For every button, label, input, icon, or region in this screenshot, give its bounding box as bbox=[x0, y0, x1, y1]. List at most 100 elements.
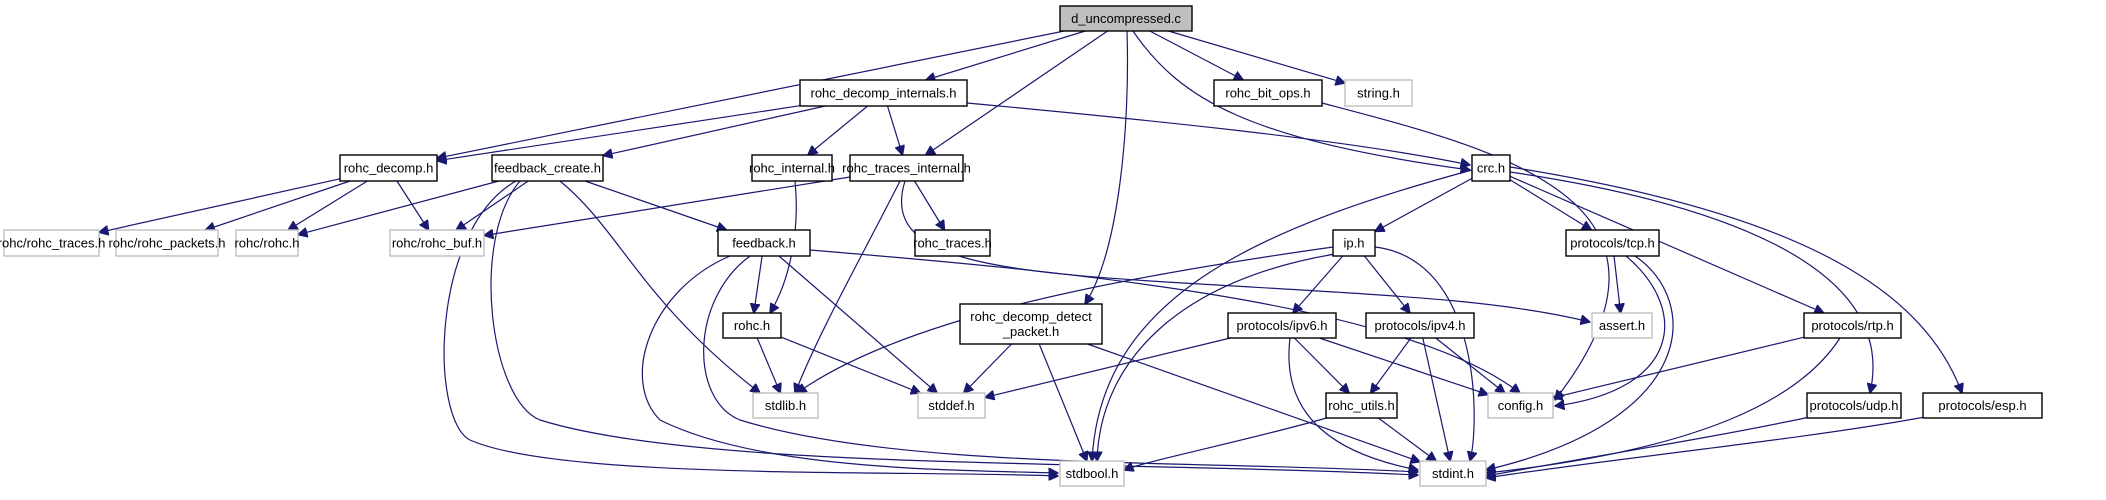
edge-rohc-traces-internal-h-to-rohc-rohc-buf-h bbox=[484, 176, 851, 236]
node-assert-h: assert.h bbox=[1591, 312, 1653, 339]
node-box bbox=[799, 79, 968, 107]
edge-protocols-ipv6-h-to-stdint-h bbox=[1288, 337, 1418, 470]
node-rohc-bit-ops-h[interactable]: rohc_bit_ops.h bbox=[1213, 79, 1323, 107]
edge-protocols-ipv4-h-to-rohc-utils-h bbox=[1371, 337, 1412, 393]
node-label: protocols/rtp.h bbox=[1811, 318, 1893, 333]
edge-feedback-h-to-stdint-h bbox=[703, 255, 1418, 472]
node-rohc-internal-h[interactable]: rohc_internal.h bbox=[749, 154, 835, 182]
node-stddef-h: stddef.h bbox=[917, 392, 986, 419]
node-box bbox=[849, 154, 964, 182]
edge-ip-h-to-protocols-ipv6-h bbox=[1293, 255, 1344, 313]
edge-crc-h-to-protocols-udp-h bbox=[1509, 171, 1873, 393]
edge-crc-h-to-protocols-esp-h bbox=[1509, 166, 1962, 393]
node-box bbox=[1332, 229, 1376, 257]
node-box bbox=[751, 154, 833, 182]
node-label: protocols/udp.h bbox=[1810, 398, 1899, 413]
node-stdlib-h: stdlib.h bbox=[752, 392, 819, 419]
node-label: rohc_utils.h bbox=[1328, 398, 1394, 413]
node-box bbox=[1227, 312, 1337, 339]
edge-feedback-create-h-to-stdint-h bbox=[490, 180, 1418, 475]
edge-protocols-udp-h-to-stdint-h bbox=[1486, 416, 1811, 476]
node-box bbox=[1565, 229, 1660, 257]
edge-rohc-h-to-stddef-h bbox=[780, 336, 920, 393]
node-label: string.h bbox=[1357, 86, 1400, 101]
node-protocols-rtp-h[interactable]: protocols/rtp.h bbox=[1803, 312, 1902, 339]
node-rohc-traces-h[interactable]: rohc_traces.h bbox=[913, 229, 992, 257]
edge-d-uncompressed-c-to-rohc-decomp-internals-h bbox=[926, 30, 1086, 80]
node-box bbox=[339, 154, 438, 182]
node-label: rohc_traces.h bbox=[913, 236, 992, 251]
edge-protocols-esp-h-to-stdint-h bbox=[1486, 416, 1926, 478]
node-box bbox=[752, 392, 819, 419]
node-rohc-utils-h[interactable]: rohc_utils.h bbox=[1325, 392, 1398, 419]
node-rohc-decomp-internals-h[interactable]: rohc_decomp_internals.h bbox=[799, 79, 968, 107]
edge-rohc-decomp-internals-h-to-rohc-traces-internal-h bbox=[886, 105, 903, 155]
node-box bbox=[235, 229, 299, 257]
edge-feedback-create-h-to-stdlib-h bbox=[559, 180, 760, 393]
node-config-h: config.h bbox=[1487, 392, 1554, 419]
edge-ip-h-to-protocols-ipv4-h bbox=[1363, 255, 1410, 313]
node-label: _packet.h bbox=[1002, 324, 1059, 339]
node-box bbox=[1059, 5, 1193, 32]
node-label: rohc/rohc.h bbox=[234, 236, 299, 251]
edge-feedback-create-h-to-stdbool-h bbox=[443, 180, 1058, 476]
edge-rohc-utils-h-to-stdint-h bbox=[1377, 417, 1436, 461]
edge-rohc-decomp-h-to-rohc-rohc-packets-h bbox=[205, 180, 351, 230]
node-label: rohc/rohc_traces.h bbox=[0, 236, 105, 251]
edge-rohc-decomp-internals-h-to-crc-h bbox=[966, 102, 1470, 165]
edge-rohc-h-to-stdlib-h bbox=[756, 337, 780, 393]
node-box bbox=[722, 312, 782, 339]
node-string-h: string.h bbox=[1344, 79, 1413, 107]
edge-crc-h-to-protocols-tcp-h bbox=[1509, 179, 1591, 230]
edge-rohc-decomp-h-to-rohc-rohc-buf-h bbox=[396, 180, 429, 230]
node-box bbox=[717, 229, 811, 257]
edge-rohc-decomp-detect-packet-h-to-stdbool-h bbox=[1038, 343, 1087, 461]
node-rohc-traces-internal-h[interactable]: rohc_traces_internal.h bbox=[842, 154, 971, 182]
node-box bbox=[914, 229, 991, 257]
node-protocols-esp-h[interactable]: protocols/esp.h bbox=[1922, 392, 2043, 419]
node-label: protocols/tcp.h bbox=[1570, 236, 1655, 251]
edge-protocols-tcp-h-to-config-h bbox=[1555, 255, 1666, 406]
edge-protocols-tcp-h-to-assert-h bbox=[1613, 255, 1621, 313]
node-box bbox=[389, 229, 485, 257]
node-label: rohc_decomp_internals.h bbox=[811, 86, 957, 101]
node-box bbox=[1419, 460, 1487, 487]
node-box bbox=[917, 392, 986, 419]
node-crc-h[interactable]: crc.h bbox=[1471, 154, 1511, 182]
node-rohc-rohc-traces-h: rohc/rohc_traces.h bbox=[0, 229, 105, 257]
node-rohc-rohc-packets-h: rohc/rohc_packets.h bbox=[108, 229, 226, 257]
edge-rohc-decomp-detect-packet-h-to-stddef-h bbox=[964, 343, 1012, 393]
edge-rohc-decomp-detect-packet-h-to-stdint-h bbox=[1087, 343, 1421, 462]
node-feedback-create-h[interactable]: feedback_create.h bbox=[491, 154, 604, 182]
node-ip-h[interactable]: ip.h bbox=[1332, 229, 1376, 257]
node-protocols-ipv6-h[interactable]: protocols/ipv6.h bbox=[1227, 312, 1337, 339]
node-box bbox=[1471, 154, 1511, 182]
edge-feedback-h-to-stddef-h bbox=[778, 255, 937, 393]
node-label: protocols/esp.h bbox=[1938, 398, 2026, 413]
node-label: protocols/ipv6.h bbox=[1236, 318, 1327, 333]
node-label: config.h bbox=[1498, 398, 1544, 413]
edge-feedback-create-h-to-rohc-rohc-h bbox=[298, 180, 500, 235]
node-protocols-udp-h[interactable]: protocols/udp.h bbox=[1806, 392, 1902, 419]
node-label: protocols/ipv4.h bbox=[1374, 318, 1465, 333]
node-label: stdbool.h bbox=[1066, 466, 1119, 481]
node-box bbox=[1213, 79, 1323, 107]
edge-d-uncompressed-c-to-crc-h bbox=[1132, 30, 1470, 170]
node-d-uncompressed-c[interactable]: d_uncompressed.c bbox=[1059, 5, 1193, 32]
node-protocols-tcp-h[interactable]: protocols/tcp.h bbox=[1565, 229, 1660, 257]
edge-d-uncompressed-c-to-rohc-decomp-h bbox=[437, 30, 1065, 158]
node-rohc-decomp-h[interactable]: rohc_decomp.h bbox=[339, 154, 438, 182]
edge-protocols-tcp-h-to-stdint-h bbox=[1486, 255, 1674, 470]
node-protocols-ipv4-h[interactable]: protocols/ipv4.h bbox=[1365, 312, 1475, 339]
node-box bbox=[1806, 392, 1902, 419]
edge-d-uncompressed-c-to-rohc-bit-ops-h bbox=[1149, 30, 1243, 80]
edge-rohc-traces-internal-h-to-stdlib-h bbox=[795, 180, 901, 393]
node-rohc-h[interactable]: rohc.h bbox=[722, 312, 782, 339]
node-rohc-decomp-detect-packet-h[interactable]: rohc_decomp_detect_packet.h bbox=[959, 303, 1103, 345]
node-box bbox=[1803, 312, 1902, 339]
node-box bbox=[1325, 392, 1398, 419]
node-label: feedback.h bbox=[732, 236, 796, 251]
node-feedback-h[interactable]: feedback.h bbox=[717, 229, 811, 257]
node-box bbox=[1344, 79, 1413, 107]
